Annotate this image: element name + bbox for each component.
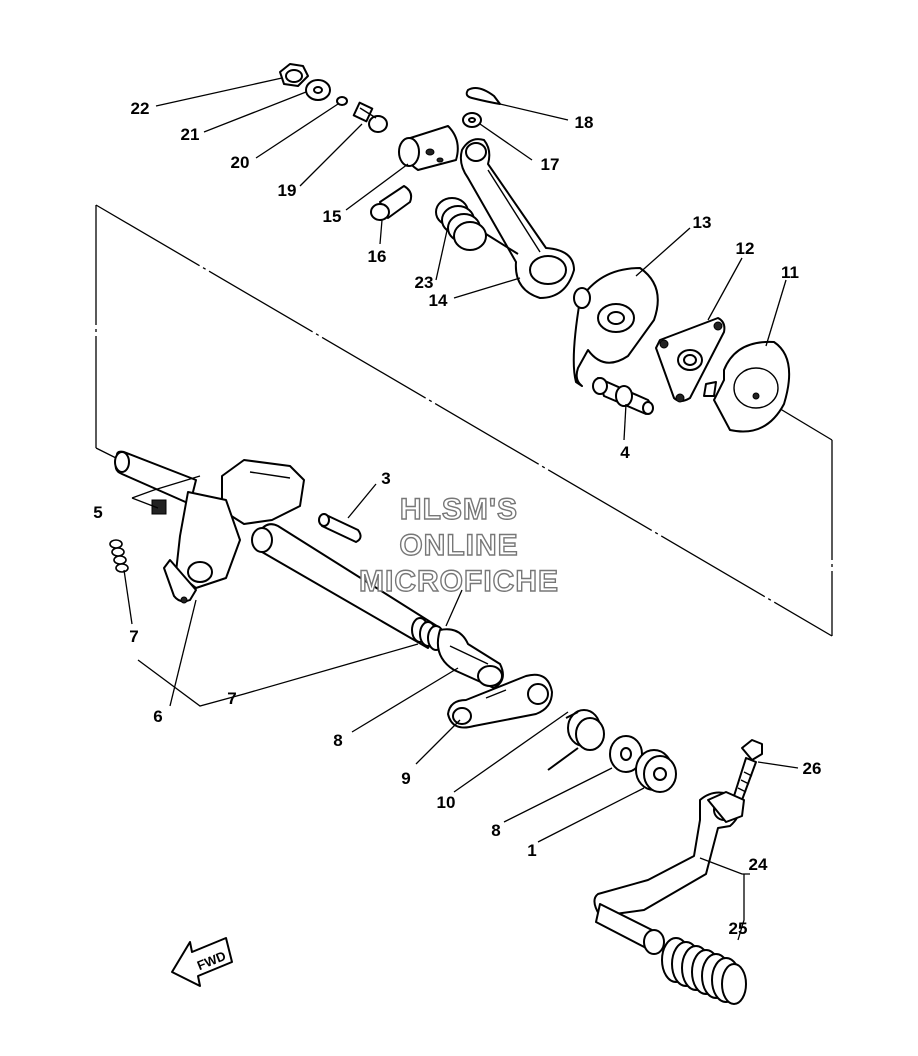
bolt-part-26 <box>733 739 763 801</box>
pedal-rubber-part-25 <box>661 937 747 1005</box>
plate-part-12 <box>655 317 726 403</box>
callout-14[interactable]: 14 <box>429 291 448 310</box>
segment-plate-part-13 <box>572 267 659 387</box>
collar-part-1 <box>635 749 677 793</box>
watermark-line-1: HLSM'S <box>400 493 518 526</box>
frame-lines <box>95 204 833 637</box>
cover-part-11 <box>703 340 791 433</box>
callout-18[interactable]: 18 <box>575 113 594 132</box>
callout-20[interactable]: 20 <box>231 153 250 172</box>
callout-2[interactable]: 3 <box>381 469 390 488</box>
callout-4[interactable]: 5 <box>93 503 102 522</box>
callout-10[interactable]: 10 <box>437 793 456 812</box>
washer-part-17 <box>462 112 482 128</box>
callout-24[interactable]: 24 <box>749 855 768 874</box>
lever-part-9 <box>447 673 553 729</box>
callout-19[interactable]: 19 <box>278 181 297 200</box>
callout-7[interactable]: 7 <box>227 689 236 708</box>
ring-part-20 <box>336 96 348 106</box>
spring-part-23 <box>435 197 519 255</box>
spring-part-6 <box>109 539 129 573</box>
forward-arrow: FWD <box>171 937 233 987</box>
callout-22[interactable]: 22 <box>131 99 150 118</box>
callout-8-upper[interactable]: 8 <box>333 731 342 750</box>
callout-15[interactable]: 15 <box>323 207 342 226</box>
callout-6[interactable]: 7 <box>129 627 138 646</box>
callout-11[interactable]: 11 <box>781 263 799 282</box>
shift-shaft-part-7 <box>251 523 504 689</box>
nut-part-22 <box>279 63 309 87</box>
callout-1[interactable]: 1 <box>527 841 536 860</box>
shaft-bolt-part-3 <box>592 377 654 415</box>
callout-13[interactable]: 13 <box>693 213 712 232</box>
callout-labels: 22 21 20 19 15 16 23 14 18 17 13 12 11 4… <box>93 99 821 938</box>
washer-part-21 <box>305 79 331 101</box>
watermark-line-3: MICROFICHE <box>359 565 559 598</box>
joint-part-15 <box>398 125 459 171</box>
pin-part-16 <box>370 185 413 221</box>
callout-9[interactable]: 9 <box>401 769 410 788</box>
washer-part-8-lower <box>609 735 643 773</box>
callout-5[interactable]: 6 <box>153 707 162 726</box>
callout-21[interactable]: 21 <box>181 125 200 144</box>
shift-fork-assembly-part-4 <box>114 450 305 604</box>
pin-part-2 <box>318 513 362 543</box>
callout-8-lower[interactable]: 8 <box>491 821 500 840</box>
shaft-marker-line <box>445 589 463 627</box>
callout-25[interactable]: 25 <box>729 919 748 938</box>
watermark-line-2: ONLINE <box>399 529 518 562</box>
shift-pedal-part-24 <box>593 791 745 955</box>
callout-12[interactable]: 12 <box>736 239 755 258</box>
callout-3[interactable]: 4 <box>620 443 630 462</box>
callout-17[interactable]: 17 <box>541 155 560 174</box>
watermark: HLSM'S ONLINE MICROFICHE <box>358 492 559 598</box>
bolt-part-19 <box>352 101 388 133</box>
spring-part-10 <box>547 709 605 771</box>
shift-arm-part-14 <box>459 138 575 299</box>
cotter-pin-part-18 <box>465 87 501 105</box>
callout-26[interactable]: 26 <box>803 759 822 778</box>
callout-23[interactable]: 23 <box>415 273 434 292</box>
callout-16[interactable]: 16 <box>368 247 387 266</box>
leader-lines <box>123 77 799 941</box>
